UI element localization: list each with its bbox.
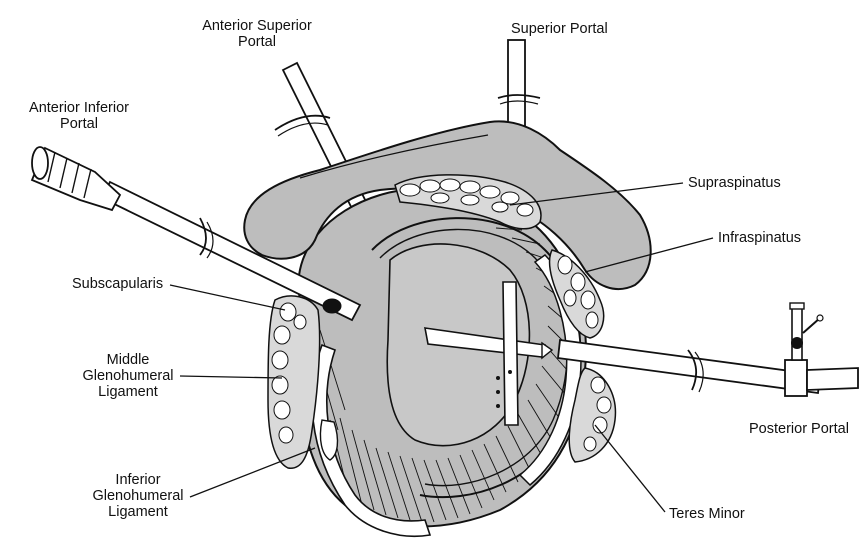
acromion xyxy=(243,120,652,290)
stopcock-icon xyxy=(784,302,859,397)
posterior-portal-cannula xyxy=(557,302,859,397)
infraspinatus-muscle xyxy=(548,249,605,339)
inferior-glenohumeral-ligament-label: Inferior Glenohumeral Ligament xyxy=(92,472,184,520)
inferior-glenohumeral-ligament-band xyxy=(311,343,432,537)
subscapularis-label: Subscapularis xyxy=(72,276,164,292)
inferior-ghl-leader xyxy=(189,447,316,498)
anterior-inferior-portal-label: Anterior Inferior Portal xyxy=(29,100,129,132)
cannula-hub-icon xyxy=(30,146,122,212)
superior-portal-label: Superior Portal xyxy=(511,21,608,37)
teres-minor-leader xyxy=(594,424,666,513)
teres-minor-muscle xyxy=(568,367,617,463)
leader-lines xyxy=(169,182,714,513)
subscapularis-muscle xyxy=(267,295,321,469)
supraspinatus-label: Supraspinatus xyxy=(688,175,781,191)
subscapularis-leader xyxy=(169,284,286,311)
infraspinatus-leader xyxy=(584,237,714,273)
middle-glenohumeral-ligament-label: Middle Glenohumeral Ligament xyxy=(82,352,174,400)
anterior-superior-portal-label: Anterior Superior Portal xyxy=(202,18,312,50)
teres-minor-label: Teres Minor xyxy=(669,506,745,522)
supraspinatus-leader xyxy=(509,182,684,206)
supraspinatus-muscle xyxy=(394,174,542,230)
anterior-inferior-portal-cannula xyxy=(30,146,362,322)
probe-instrument xyxy=(424,281,554,426)
infraspinatus-label: Infraspinatus xyxy=(718,230,802,246)
posterior-portal-label: Posterior Portal xyxy=(749,421,849,437)
middle-ghl-leader xyxy=(179,375,283,379)
